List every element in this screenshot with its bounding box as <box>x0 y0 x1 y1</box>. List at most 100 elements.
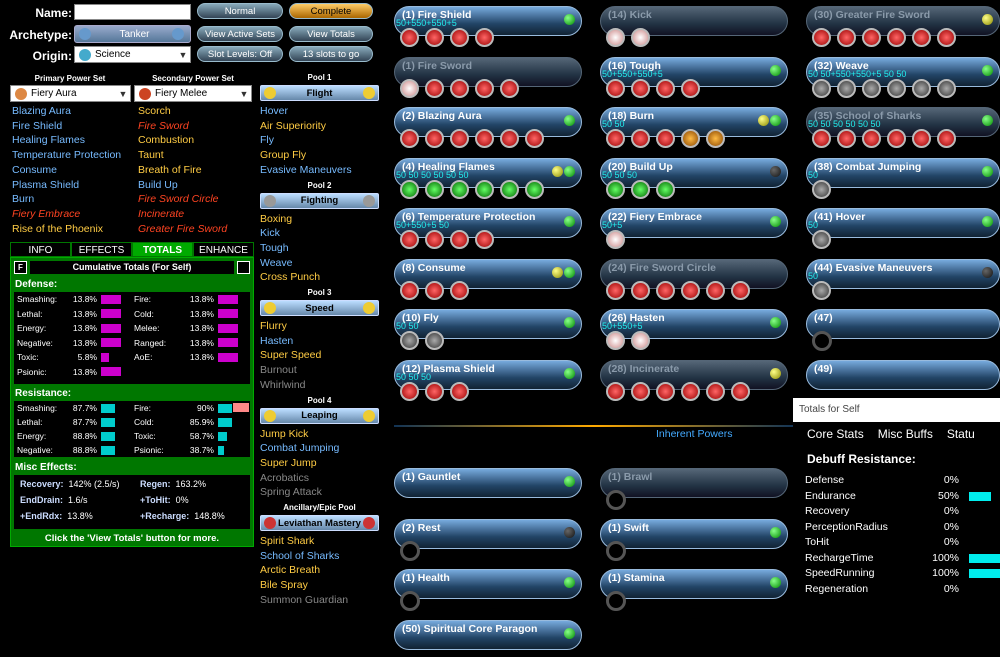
power-slot[interactable]: (14) Kick <box>600 6 788 36</box>
power-item[interactable]: Fire Sword <box>138 119 189 132</box>
enhancement-icon[interactable] <box>631 381 650 401</box>
power-item[interactable]: Rise of the Phoenix <box>12 222 104 235</box>
tab-info[interactable]: INFO <box>10 242 71 257</box>
power-item[interactable]: Scorch <box>138 105 171 117</box>
enhancement-icon[interactable] <box>656 129 675 148</box>
pool-header[interactable]: Leaping <box>260 407 379 424</box>
enhancement-icon[interactable] <box>937 78 956 98</box>
popout-icon[interactable] <box>237 261 250 274</box>
power-item[interactable]: Arctic Breath <box>260 564 321 577</box>
f-toggle[interactable]: F <box>14 261 27 274</box>
enhancement-icon[interactable] <box>500 129 519 148</box>
enhancement-icon[interactable] <box>475 179 494 199</box>
empty-enhancement-slot[interactable] <box>400 591 420 611</box>
tab-effects[interactable]: EFFECTS <box>71 242 132 257</box>
enhancement-icon[interactable] <box>606 331 625 350</box>
enhancement-icon[interactable] <box>425 280 444 300</box>
power-slot[interactable]: (20) Build Up <box>600 157 788 188</box>
power-item[interactable]: Healing Flames <box>12 134 85 147</box>
power-item[interactable]: Plasma Shield <box>12 178 80 191</box>
enhancement-icon[interactable] <box>656 280 675 300</box>
enhancement-icon[interactable] <box>450 179 469 199</box>
enhancement-icon[interactable] <box>606 78 625 98</box>
totals-window-tab[interactable]: Core Stats <box>807 427 864 441</box>
enhancement-icon[interactable] <box>525 179 544 199</box>
enhancement-icon[interactable] <box>812 230 831 249</box>
power-item[interactable]: Burn <box>12 193 35 206</box>
power-slot[interactable]: (2) Blazing Aura <box>394 107 582 137</box>
power-item[interactable]: Blazing Aura <box>12 105 71 117</box>
enhancement-icon[interactable] <box>400 331 419 350</box>
enhancement-icon[interactable] <box>887 129 906 148</box>
power-slot[interactable]: (44) Evasive Maneuvers <box>806 258 1000 289</box>
power-slot[interactable]: (1) Stamina <box>600 569 788 599</box>
enhancement-icon[interactable] <box>450 280 469 300</box>
enhancement-icon[interactable] <box>656 179 675 199</box>
power-slot[interactable]: (8) Consume <box>394 258 582 289</box>
enhancement-icon[interactable] <box>400 28 419 47</box>
power-item[interactable]: Hover <box>260 105 289 117</box>
pool-header[interactable]: Fighting <box>260 192 379 209</box>
enhancement-icon[interactable] <box>812 78 831 98</box>
enhancement-icon[interactable] <box>912 28 931 47</box>
enhancement-icon[interactable] <box>425 230 444 249</box>
enhancement-icon[interactable] <box>606 179 625 199</box>
enhancement-icon[interactable] <box>656 78 675 98</box>
primary-set-select[interactable]: Fiery Aura▼ <box>10 85 131 102</box>
power-slot[interactable]: (50) Spiritual Core Paragon <box>394 619 582 650</box>
power-slot[interactable]: (22) Fiery Embrace <box>600 208 788 238</box>
enhancement-icon[interactable] <box>425 331 444 350</box>
power-item[interactable]: Burnout <box>260 364 297 377</box>
power-slot[interactable]: (1) Gauntlet <box>394 468 582 498</box>
power-item[interactable]: Fire Shield <box>12 119 63 132</box>
power-slot[interactable]: (16) Tough <box>600 56 788 87</box>
enhancement-icon[interactable] <box>862 28 881 47</box>
name-input[interactable] <box>74 4 191 20</box>
enhancement-icon[interactable] <box>912 129 931 148</box>
enhancement-icon[interactable] <box>862 129 881 148</box>
enhancement-icon[interactable] <box>450 28 469 47</box>
power-item[interactable]: Combat Jumping <box>260 442 340 455</box>
power-item[interactable]: Spring Attack <box>260 486 322 499</box>
enhancement-icon[interactable] <box>837 28 856 47</box>
enhancement-icon[interactable] <box>400 230 419 249</box>
enhancement-icon[interactable] <box>400 381 419 401</box>
view-totals-button[interactable]: View Totals <box>289 26 373 42</box>
enhancement-icon[interactable] <box>606 230 625 249</box>
power-item[interactable]: Weave <box>260 256 293 269</box>
power-item[interactable]: Hasten <box>260 334 294 347</box>
enhancement-icon[interactable] <box>812 28 831 47</box>
enhancement-icon[interactable] <box>450 129 469 148</box>
power-item[interactable]: Consume <box>12 163 57 176</box>
slot-levels-button[interactable]: Slot Levels: Off <box>197 46 283 62</box>
enhancement-icon[interactable] <box>706 280 725 300</box>
power-item[interactable]: Air Superiority <box>260 119 326 132</box>
enhancement-icon[interactable] <box>450 230 469 249</box>
enhancement-icon[interactable] <box>681 129 700 148</box>
enhancement-icon[interactable] <box>400 179 419 199</box>
enhancement-icon[interactable] <box>656 381 675 401</box>
power-slot[interactable]: (10) Fly <box>394 309 582 339</box>
power-item[interactable]: Spirit Shark <box>260 535 315 548</box>
power-slot[interactable]: (41) Hover <box>806 208 1000 238</box>
enhancement-icon[interactable] <box>425 78 444 98</box>
power-item[interactable]: Combustion <box>138 134 195 147</box>
power-item[interactable]: Temperature Protection <box>12 149 122 162</box>
power-slot[interactable]: (12) Plasma Shield <box>394 359 582 390</box>
origin-select[interactable]: Science▼ <box>74 46 191 63</box>
enhancement-icon[interactable] <box>606 381 625 401</box>
enhancement-icon[interactable] <box>475 28 494 47</box>
enhancement-icon[interactable] <box>631 331 650 350</box>
pool-header[interactable]: Flight <box>260 85 379 101</box>
enhancement-icon[interactable] <box>631 28 650 47</box>
power-item[interactable]: Incinerate <box>138 207 185 220</box>
archetype-select[interactable]: Tanker <box>74 25 191 43</box>
power-slot[interactable]: (1) Brawl <box>600 468 788 498</box>
enhancement-icon[interactable] <box>606 28 625 47</box>
enhancement-icon[interactable] <box>837 78 856 98</box>
power-item[interactable]: Bile Spray <box>260 579 308 592</box>
power-item[interactable]: Super Jump <box>260 456 317 469</box>
slots-to-go-button[interactable]: 13 slots to go <box>289 46 373 62</box>
enhancement-icon[interactable] <box>862 78 881 98</box>
enhancement-icon[interactable] <box>681 78 700 98</box>
